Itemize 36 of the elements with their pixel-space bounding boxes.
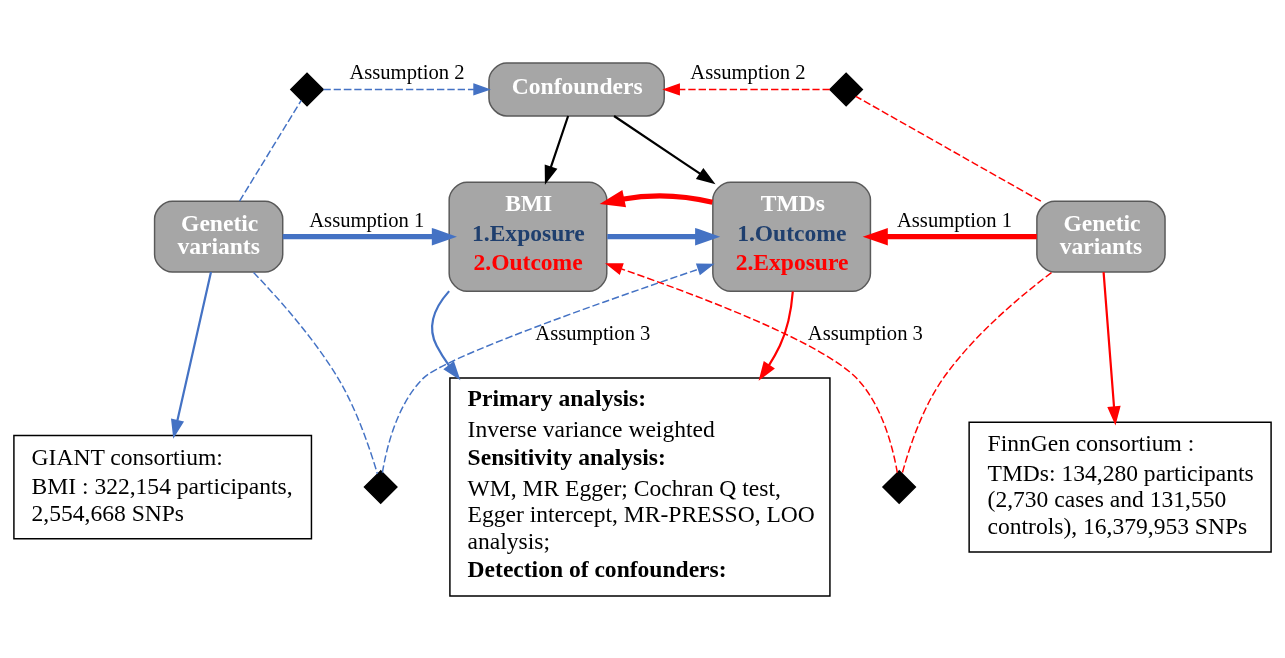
arrow bbox=[282, 227, 457, 245]
node-cross bbox=[828, 71, 864, 107]
node-box: Primary analysis: Inverse variance weighted Sensitivity analysis: WM, MR Egger; Cochran Q test, Egger intercept, MR-PRESSO, LOO analysis; Detection of confounders: bbox=[449, 376, 831, 597]
arrow bbox=[662, 82, 831, 96]
arrow bbox=[758, 290, 794, 381]
arrow bbox=[1102, 271, 1121, 425]
node-box: Genetic variants bbox=[153, 200, 284, 273]
node-box: Genetic variants bbox=[1036, 200, 1166, 273]
arrow bbox=[862, 227, 1037, 245]
edge-label: Assumption 2 bbox=[349, 60, 465, 83]
arrow bbox=[322, 82, 491, 96]
arrow bbox=[613, 114, 716, 184]
node-box: GIANT consortium: BMI : 322,154 participants, 2,554,668 SNPs bbox=[13, 434, 313, 539]
arrow bbox=[431, 289, 461, 380]
arrow bbox=[607, 227, 721, 245]
edge-label: Assumption 3 bbox=[807, 321, 923, 344]
node-box: FinnGen consortium : TMDs: 134,280 participants (2,730 cases and 131,550 controls), 16,379,953 SNPs bbox=[968, 421, 1272, 553]
arrow bbox=[170, 271, 213, 439]
node-cross bbox=[289, 71, 325, 107]
edge-label: Assumption 3 bbox=[535, 321, 651, 344]
edge-label: Assumption 1 bbox=[896, 208, 1013, 231]
connector bbox=[855, 95, 1042, 202]
arrow bbox=[605, 262, 899, 473]
node-box: Confounders bbox=[488, 61, 665, 117]
connector bbox=[901, 271, 1053, 474]
connector bbox=[238, 99, 302, 202]
edge-label: Assumption 2 bbox=[690, 60, 806, 83]
edge-label: Assumption 1 bbox=[309, 208, 425, 231]
node-cross bbox=[363, 469, 398, 504]
connector bbox=[252, 271, 379, 474]
arrow bbox=[381, 263, 715, 473]
node-box: BMI 1.Exposure 2.Outcome bbox=[448, 180, 608, 292]
node-box: TMDs 1.Outcome 2.Exposure bbox=[712, 180, 872, 292]
arrow bbox=[599, 189, 713, 207]
arrow bbox=[544, 115, 570, 185]
node-cross bbox=[881, 469, 917, 504]
